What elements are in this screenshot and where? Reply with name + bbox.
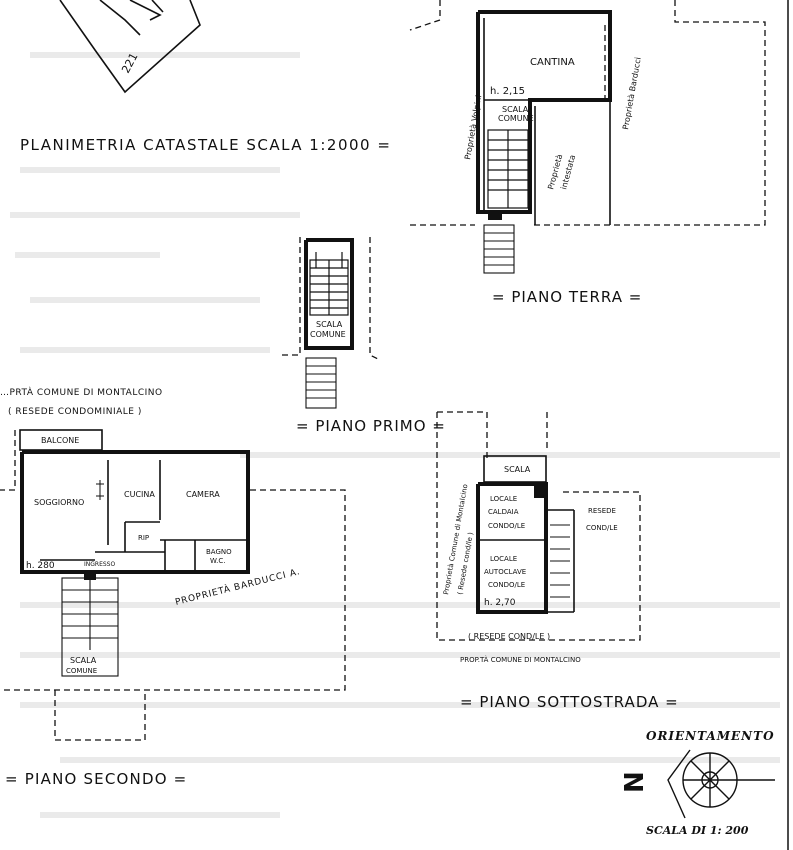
bath-line2: W.C. (210, 557, 225, 565)
first-stair-line2: COMUNE (310, 330, 346, 339)
owner-left: Proprietà Volpini (463, 94, 483, 160)
room2-line1: LOCALE (490, 555, 517, 563)
first-floor-label: = PIANO PRIMO = (296, 417, 446, 435)
first-floor-plan: SCALA COMUNE = PIANO PRIMO = (280, 237, 446, 435)
owner-right: Proprietà Barducci (621, 56, 643, 130)
living-label: SOGGIORNO (34, 498, 84, 507)
resede-bottom: ( RESEDE COND/LE ) (468, 632, 550, 641)
ground-floor-label: = PIANO TERRA = (492, 288, 642, 306)
room1-line2: CALDAIA (488, 508, 519, 516)
kitchen-label: CUCINA (124, 490, 155, 499)
ground-floor-plan: CANTINA h. 2,15 SCALA COMUNE Proprietà V… (409, 0, 766, 306)
second-top-note-sub: ( RESEDE CONDOMINIALE ) (8, 407, 142, 417)
site-plan: 221 PLANIMETRIA CATASTALE SCALA 1:2000 = (20, 0, 391, 154)
second-stair-line2: COMUNE (66, 667, 97, 675)
second-floor-plan: …PRTÀ COMUNE DI MONTALCINO ( RESEDE COND… (0, 386, 346, 788)
second-stair-line1: SCALA (70, 656, 97, 665)
compass-icon (667, 749, 775, 819)
basement-height: h. 2,70 (484, 598, 516, 608)
ground-stair-line1: SCALA (502, 105, 529, 114)
basement-stair: SCALA (504, 465, 531, 474)
ground-height: h. 2,15 (490, 86, 525, 97)
room1-line1: LOCALE (490, 495, 517, 503)
second-top-note: …PRTÀ COMUNE DI MONTALCINO (0, 386, 163, 398)
ground-stair-line2: COMUNE (498, 114, 534, 123)
storage-label: RIP (138, 534, 149, 542)
balcony-label: BALCONE (41, 436, 79, 445)
site-plan-title: PLANIMETRIA CATASTALE SCALA 1:2000 = (20, 136, 391, 154)
basement-owner-bottom: PROP.TÀ COMUNE DI MONTALCINO (460, 655, 581, 664)
bedroom-label: CAMERA (186, 490, 220, 499)
room2-line3: CONDO/LE (488, 581, 525, 589)
second-height: h. 280 (26, 561, 55, 571)
second-floor-label: = PIANO SECONDO = (5, 770, 187, 788)
basement-label: = PIANO SOTTOSTRADA = (460, 693, 679, 711)
room1-line3: CONDO/LE (488, 522, 525, 530)
orientation-block: ORIENTAMENTO N SCALA DI 1: 200 (620, 729, 775, 837)
cellar-label: CANTINA (530, 57, 575, 68)
scale-label: SCALA DI 1: 200 (646, 824, 749, 837)
scan-background-text (10, 52, 780, 818)
north-label: N (620, 771, 650, 793)
room2-line2: AUTOCLAVE (484, 568, 526, 576)
bath-line1: BAGNO (206, 548, 232, 556)
first-stair-line1: SCALA (316, 320, 343, 329)
entry-label: INGRESSO (84, 561, 115, 568)
resede-right-line2: COND/LE (586, 524, 618, 532)
resede-right-line1: RESEDE (588, 507, 616, 515)
orientation-label: ORIENTAMENTO (646, 729, 775, 743)
